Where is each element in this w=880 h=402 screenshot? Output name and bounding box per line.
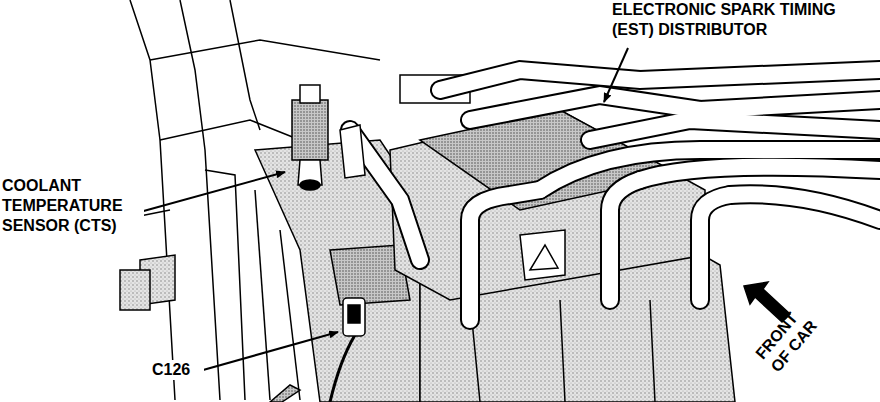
c126-connector [270,298,365,402]
coolant-sensor [292,85,365,190]
callout-label: ELECTRONIC SPARK TIMING (EST) DISTRIBUTO… [610,0,876,40]
callout-label: C126 [150,360,204,380]
callout-label: COOLANT TEMPERATURE SENSOR (CTS) [0,176,144,236]
callout-label: FRONT OF CAR [750,294,829,378]
leader-lines [140,48,628,372]
plug-wires [350,70,880,320]
